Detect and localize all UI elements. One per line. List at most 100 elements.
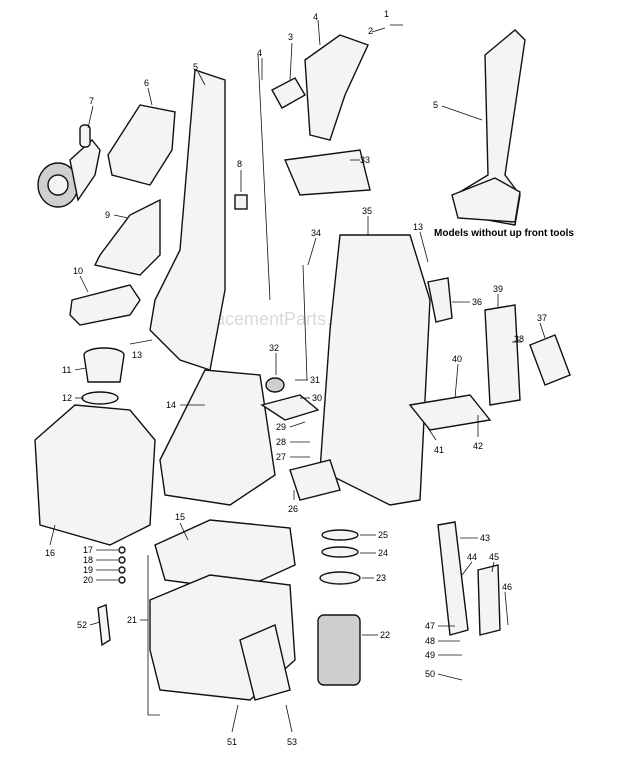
svg-text:46: 46 [502, 582, 512, 592]
svg-text:9: 9 [105, 210, 110, 220]
callout-4a: 4 [313, 12, 321, 46]
svg-text:33: 33 [360, 155, 370, 165]
part-wand [437, 521, 469, 636]
svg-text:44: 44 [467, 552, 477, 562]
callout-22: 22 [362, 630, 390, 640]
part-hood [107, 104, 176, 186]
svg-text:4: 4 [313, 12, 318, 22]
svg-text:13: 13 [413, 222, 423, 232]
callout-4b: 4 [257, 48, 263, 80]
svg-text:27: 27 [276, 452, 286, 462]
callout-46: 46 [502, 582, 512, 626]
svg-text:50: 50 [425, 669, 435, 679]
svg-text:51: 51 [227, 737, 237, 747]
callout-5a: 5 [193, 62, 206, 86]
part-cup [83, 347, 125, 383]
callout-33: 33 [350, 155, 370, 165]
part-rod-34 [302, 264, 308, 381]
svg-text:3: 3 [288, 32, 293, 42]
svg-text:39: 39 [493, 284, 503, 294]
svg-text:13: 13 [132, 350, 142, 360]
part-linkage [408, 394, 492, 431]
callout-42: 42 [473, 415, 483, 451]
callout-12: 12 [62, 393, 84, 403]
part-tank [34, 404, 156, 546]
callout-45: 45 [489, 552, 499, 573]
svg-text:29: 29 [276, 422, 286, 432]
callout-30: 30 [300, 393, 322, 403]
svg-text:17: 17 [83, 545, 93, 555]
callout-51: 51 [227, 704, 239, 747]
svg-text:53: 53 [287, 737, 297, 747]
callout-47: 47 [425, 621, 455, 631]
svg-text:30: 30 [312, 393, 322, 403]
callout-16: 16 [45, 524, 56, 558]
svg-text:7: 7 [89, 96, 94, 106]
svg-text:43: 43 [480, 533, 490, 543]
callout-10: 10 [73, 266, 89, 293]
callout-6: 6 [144, 78, 153, 106]
svg-text:16: 16 [45, 548, 55, 558]
callout-23: 23 [362, 573, 386, 583]
svg-text:15: 15 [175, 512, 185, 522]
part-wand-cover [477, 564, 501, 636]
svg-text:49: 49 [425, 650, 435, 660]
part-latch [97, 604, 111, 647]
svg-text:25: 25 [378, 530, 388, 540]
svg-text:12: 12 [62, 393, 72, 403]
callout-7: 7 [87, 96, 94, 129]
callout-27: 27 [276, 452, 310, 462]
part-vertical-bracket [484, 304, 521, 406]
callout-39: 39 [493, 284, 503, 308]
callout-9: 9 [105, 210, 129, 220]
callout-3: 3 [288, 32, 293, 81]
callout-43: 43 [460, 533, 490, 543]
svg-text:26: 26 [288, 504, 298, 514]
callout-21: 21 [127, 555, 160, 716]
callout-53: 53 [285, 704, 297, 747]
callout-13b: 13 [413, 222, 429, 263]
svg-text:10: 10 [73, 266, 83, 276]
svg-text:45: 45 [489, 552, 499, 562]
svg-text:40: 40 [452, 354, 462, 364]
callout-41: 41 [427, 427, 444, 455]
callout-5b: 5 [433, 100, 483, 121]
svg-text:42: 42 [473, 441, 483, 451]
svg-text:11: 11 [62, 365, 71, 375]
callout-2: 2 [368, 26, 386, 36]
part-rod [257, 54, 271, 301]
callout-40: 40 [452, 354, 462, 399]
svg-text:24: 24 [378, 548, 388, 558]
callout-19: 19 [83, 565, 118, 575]
svg-text:32: 32 [269, 343, 279, 353]
part-lever [529, 334, 571, 386]
svg-text:8: 8 [237, 159, 242, 169]
svg-text:14: 14 [166, 400, 176, 410]
callout-37: 37 [537, 313, 547, 339]
part-fasteners-left [118, 546, 126, 584]
callout-14: 14 [166, 400, 205, 410]
callout-49: 49 [425, 650, 462, 660]
part-clip [69, 284, 141, 326]
svg-text:41: 41 [434, 445, 444, 455]
callout-52: 52 [77, 620, 101, 630]
part-upper-handle [304, 34, 369, 141]
callout-11: 11 [62, 365, 87, 375]
part-lid [154, 519, 296, 591]
part-bracket [289, 459, 341, 501]
callout-50: 50 [425, 669, 463, 681]
svg-text:35: 35 [362, 206, 372, 216]
part-ring [81, 391, 119, 405]
callout-25: 25 [360, 530, 388, 540]
callout-15: 15 [175, 512, 189, 541]
part-filter-stack [317, 529, 361, 686]
svg-text:31: 31 [310, 375, 320, 385]
callout-36: 36 [452, 297, 482, 307]
svg-text:1: 1 [384, 9, 389, 19]
callout-28: 28 [276, 437, 310, 447]
callout-44: 44 [461, 552, 477, 576]
watermark: ReplacementParts.com [178, 309, 365, 329]
callout-32: 32 [269, 343, 279, 375]
part-plate [260, 394, 320, 421]
